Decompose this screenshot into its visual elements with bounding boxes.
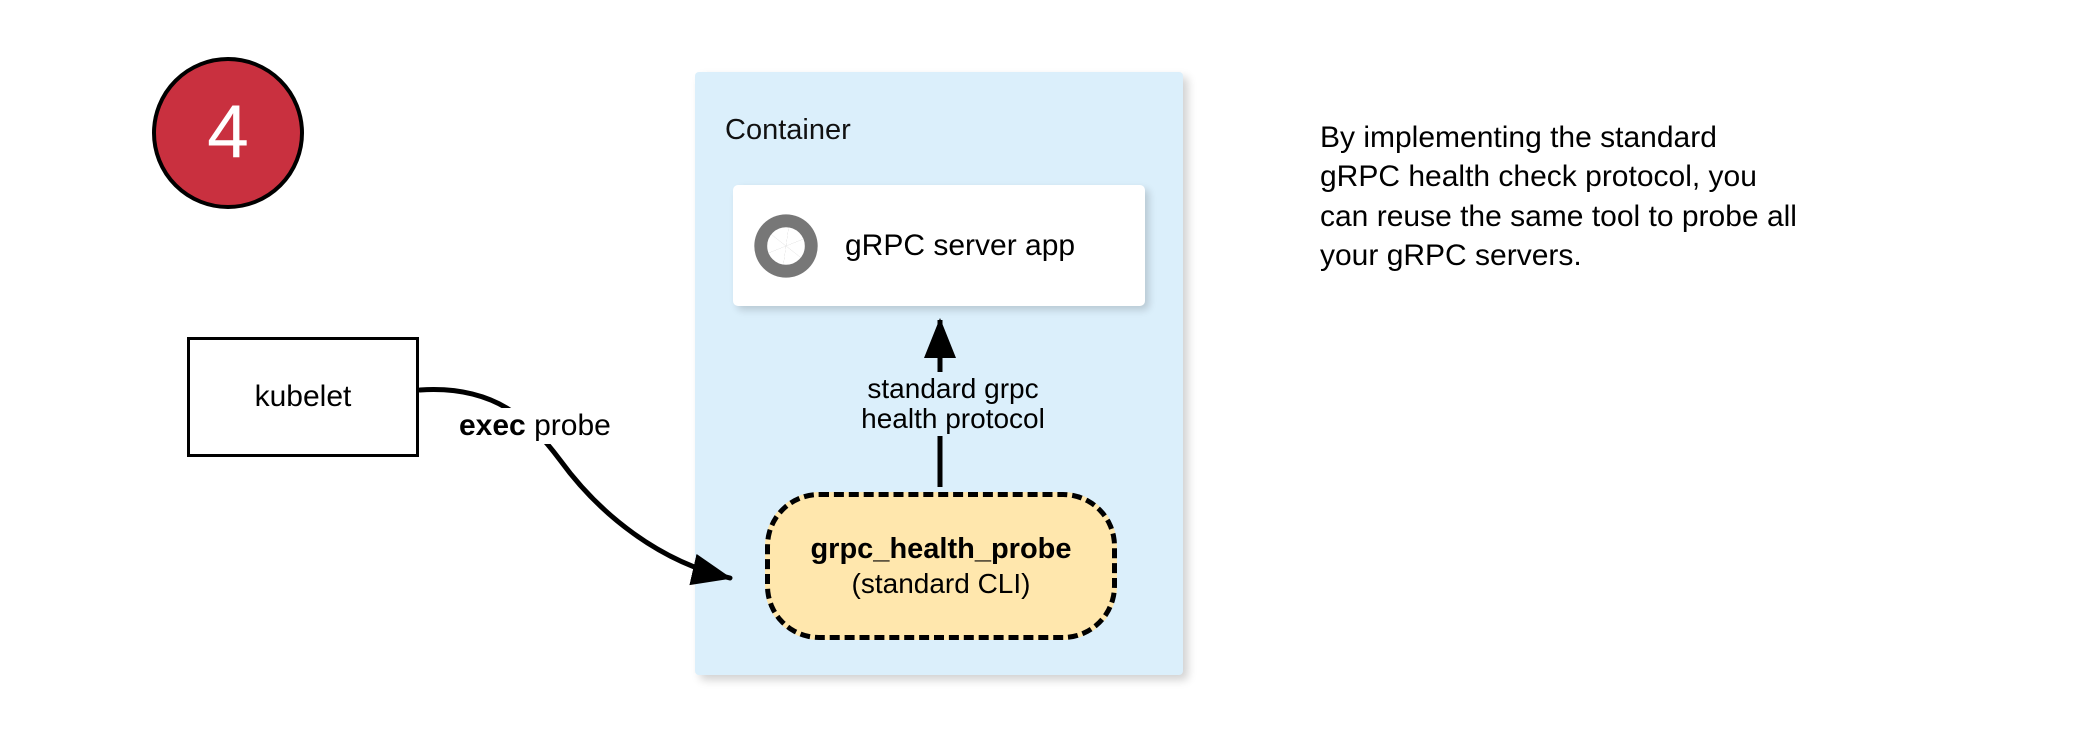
step-number-label: 4 xyxy=(207,88,249,173)
exec-probe-rest: probe xyxy=(525,409,611,442)
protocol-edge-label-line1: standard grpc xyxy=(867,373,1039,404)
protocol-edge-label-line2: health protocol xyxy=(861,402,1045,434)
annotation-line-4: your gRPC servers. xyxy=(1320,238,1582,272)
grpc-health-probe-title: grpc_health_probe xyxy=(810,533,1072,566)
grpc-server-app-card: gRPC server app xyxy=(733,185,1145,306)
exec-probe-keyword: exec xyxy=(459,409,526,442)
grpc-health-probe-subtitle: (standard CLI) xyxy=(851,567,1031,599)
grpc-health-probe-node: grpc_health_probe (standard CLI) xyxy=(765,492,1117,640)
step-number-badge: 4 xyxy=(152,57,304,209)
annotation-text: By implementing the standard gRPC health… xyxy=(1320,118,1920,275)
annotation-line-3: can reuse the same tool to probe all xyxy=(1320,199,1797,233)
annotation-line-1: By implementing the standard xyxy=(1320,121,1717,154)
kubelet-label: kubelet xyxy=(254,380,352,413)
grpc-aperture-icon xyxy=(754,213,818,278)
kubelet-box: kubelet xyxy=(187,337,419,457)
container-label: Container xyxy=(725,114,851,146)
annotation-line-2: gRPC health check protocol, you xyxy=(1320,160,1757,194)
grpc-server-app-label: gRPC server app xyxy=(845,228,1076,262)
exec-probe-edge-label: exec probe xyxy=(455,408,615,444)
protocol-edge-label: standard grpc health protocol xyxy=(838,372,1068,436)
